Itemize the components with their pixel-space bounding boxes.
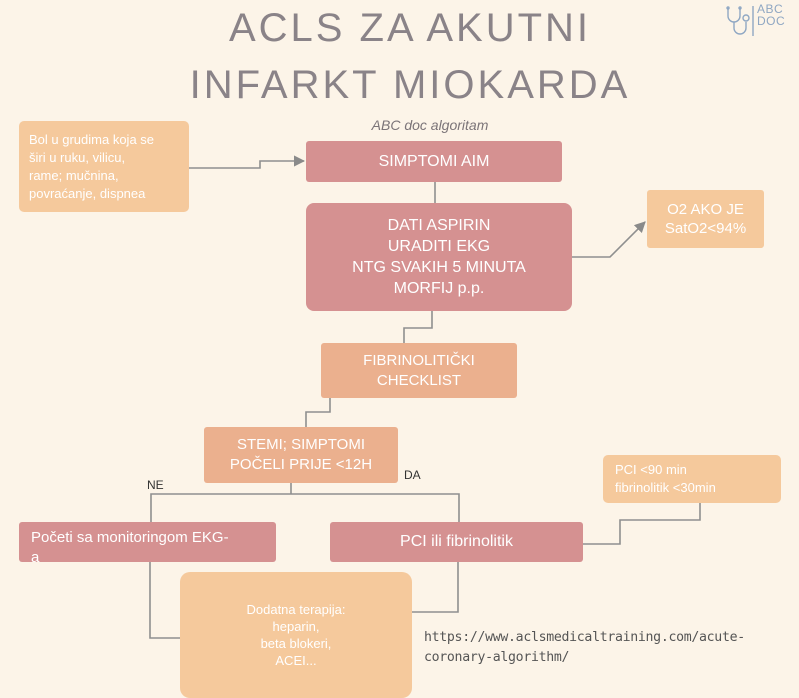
connector-dati-to-o2 <box>572 221 646 258</box>
ekg-monitoring-node: Početi sa monitoringom EKG- a <box>19 522 276 566</box>
connector-pci-to-times <box>583 503 701 545</box>
simptomi-aim-node: SIMPTOMI AIM <box>306 141 562 182</box>
connector-dati-to-fibri <box>403 311 433 343</box>
connector-fibri-to-stemi <box>305 398 331 427</box>
initial-treatment-node: DATI ASPIRIN URADITI EKG NTG SVAKIH 5 MI… <box>306 203 572 311</box>
logo-text-line-2: DOC <box>757 14 786 28</box>
additional-therapy-node: Dodatna terapija: heparin, beta blokeri,… <box>180 572 412 698</box>
connector-stemi-branch <box>150 483 460 522</box>
fibrinolytic-checklist-node: FIBRINOLITIČKI CHECKLIST <box>321 343 517 398</box>
symptoms-description-note: Bol u grudima koja se širi u ruku, vilic… <box>19 121 189 212</box>
pci-or-fibrinolytic-node: PCI ili fibrinolitik <box>330 522 583 562</box>
connector-pci-to-dodatna <box>412 562 459 613</box>
stemi-decision-node: STEMI; SIMPTOMI POČELI PRIJE <12H <box>204 427 398 483</box>
branch-label-no: NE <box>147 478 164 492</box>
oxygen-node: O2 AKO JE SatO2<94% <box>647 190 764 248</box>
source-url: https://www.aclsmedicaltraining.com/acut… <box>424 630 745 665</box>
branch-label-yes: DA <box>404 468 421 482</box>
pci-time-targets-node: PCI <90 min fibrinolitik <30min <box>603 455 781 503</box>
logo-wordmark: ABC DOC <box>757 3 785 27</box>
subtitle: ABC doc algoritam <box>371 117 489 133</box>
connector-symptoms-to-simptomi <box>189 155 306 169</box>
title-line-1: ACLS ZA AKUTNI <box>228 6 592 50</box>
connector-poceti-to-dodatna <box>149 562 180 639</box>
stethoscope-icon <box>726 6 754 36</box>
title-line-2: INFARKT MIOKARDA <box>189 63 631 107</box>
logo-text-line-1: ABC <box>757 2 784 16</box>
